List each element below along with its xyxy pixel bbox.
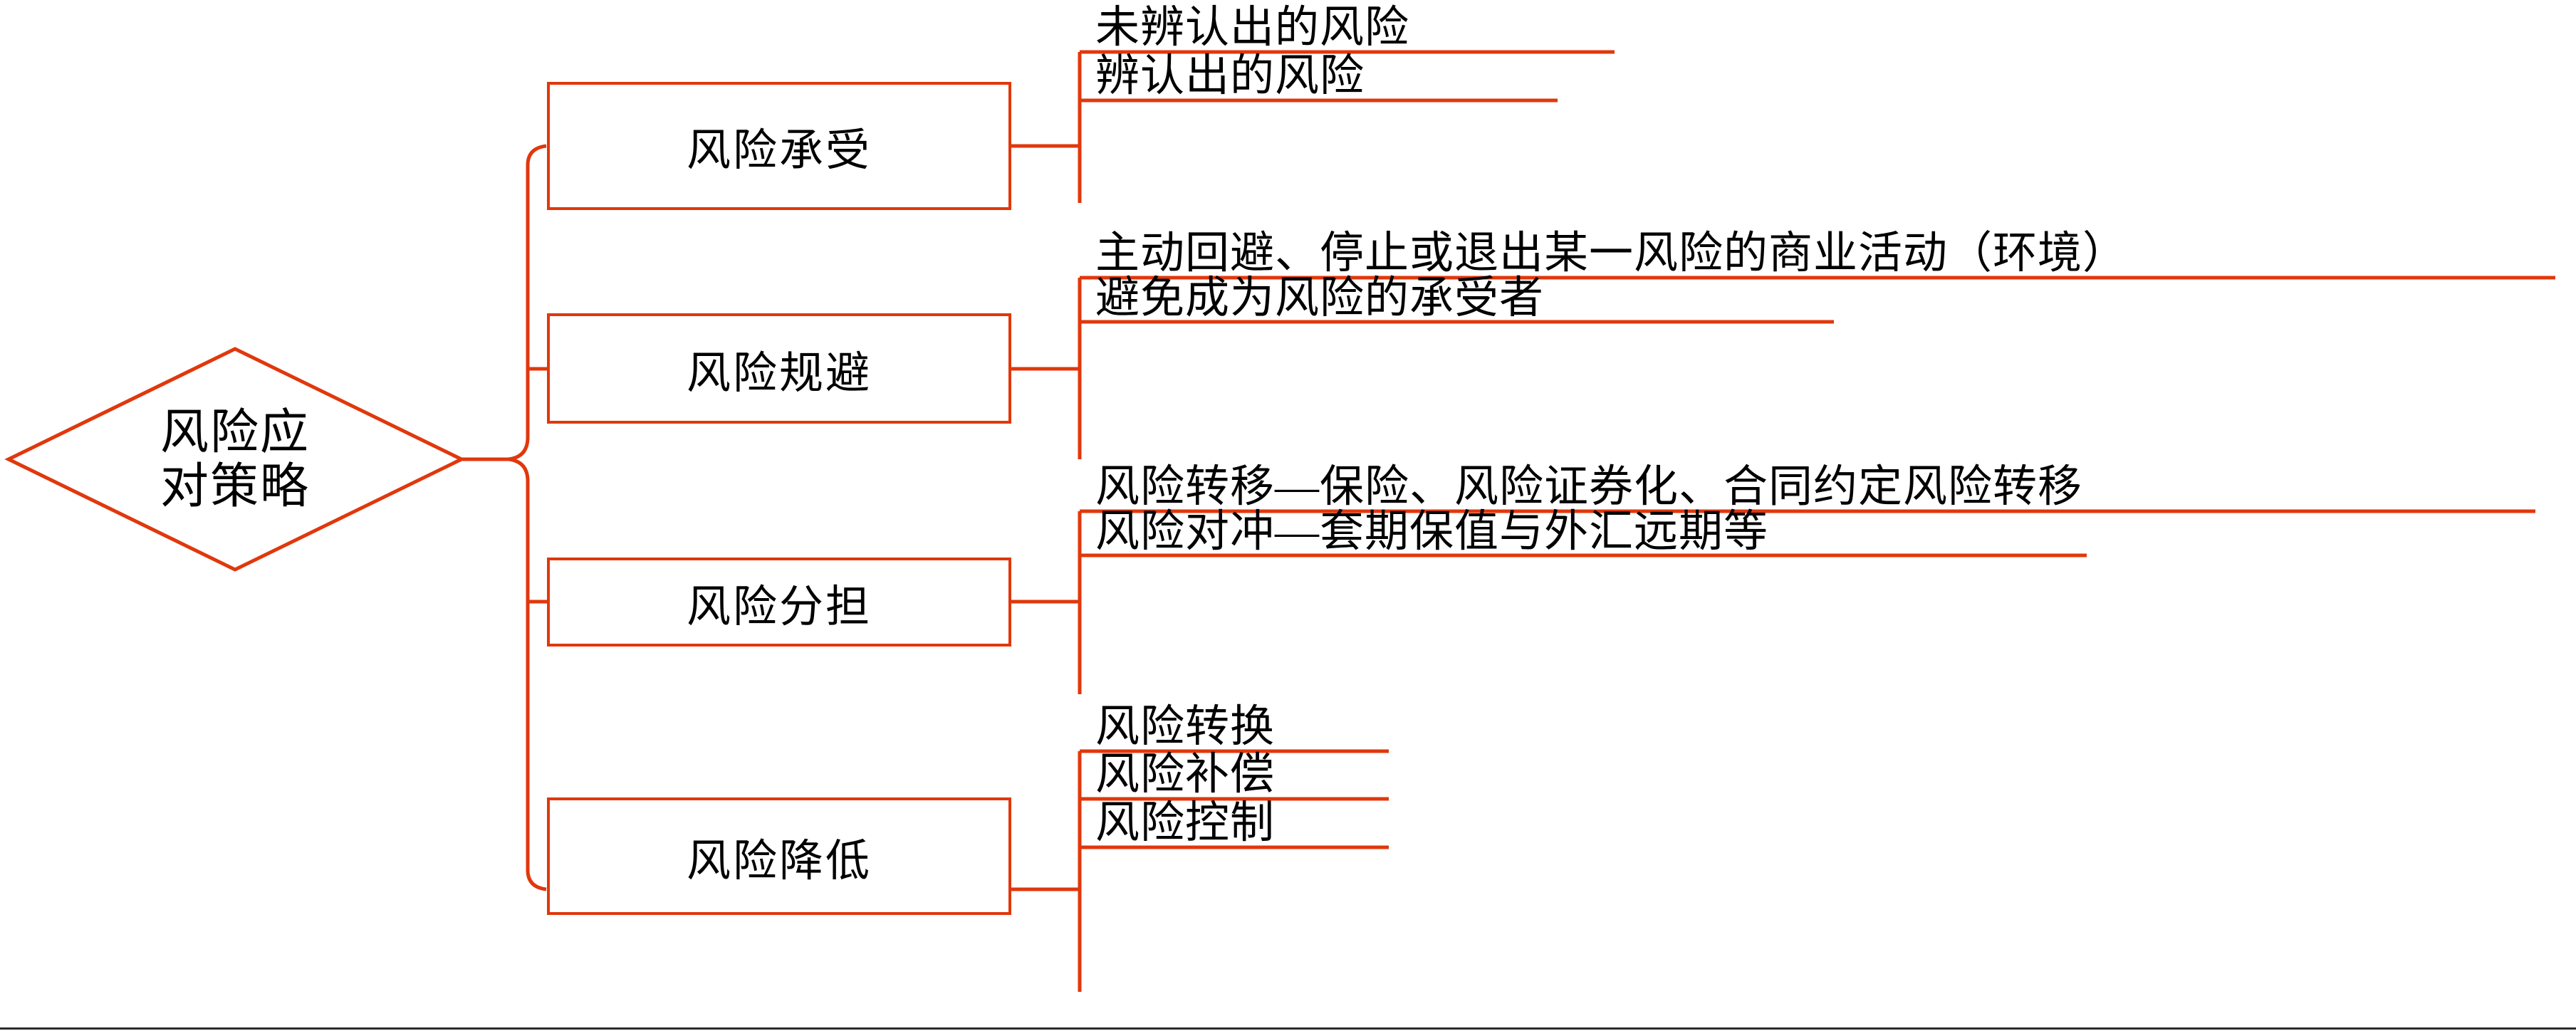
branch-label: 风险降低 <box>686 837 872 886</box>
leaf-unidentified-risk[interactable]: 未辨认出的风险 <box>1095 4 1410 52</box>
leaf-avoid-bearer[interactable]: 避免成为风险的承受者 <box>1095 274 1545 323</box>
root-node[interactable]: 风险应 对策略 <box>7 349 463 570</box>
leaf-risk-conversion[interactable]: 风险转换 <box>1095 703 1276 751</box>
branch-box-risk-avoidance[interactable]: 风险规避 <box>547 313 1011 424</box>
leaf-risk-control[interactable]: 风险控制 <box>1095 799 1276 847</box>
trunk-lower <box>508 457 547 891</box>
page-bottom-rule <box>0 1027 2576 1030</box>
root-label-line-2: 对策略 <box>160 459 310 513</box>
branch-box-risk-acceptance[interactable]: 风险承受 <box>547 82 1011 210</box>
branch-label: 风险规避 <box>686 349 872 398</box>
leaf-risk-hedging[interactable]: 风险对冲—套期保值与外汇远期等 <box>1095 508 1769 556</box>
trunk-upper <box>508 144 547 461</box>
branch-label: 风险分担 <box>686 582 872 632</box>
leaf-active-avoidance[interactable]: 主动回避、停止或退出某一风险的商业活动（环境） <box>1095 229 2128 278</box>
leaf-identified-risk[interactable]: 辨认出的风险 <box>1095 52 1365 100</box>
branch-box-risk-reduction[interactable]: 风险降低 <box>547 797 1011 915</box>
leaf-risk-compensation[interactable]: 风险补偿 <box>1095 750 1276 799</box>
branch-label: 风险承受 <box>686 127 872 175</box>
root-node-label: 风险应 对策略 <box>7 349 463 570</box>
branch-box-risk-sharing[interactable]: 风险分担 <box>547 558 1011 647</box>
root-label-line-1: 风险应 <box>160 404 310 459</box>
leaf-risk-transfer[interactable]: 风险转移—保险、风险证券化、合同约定风险转移 <box>1095 463 2083 511</box>
